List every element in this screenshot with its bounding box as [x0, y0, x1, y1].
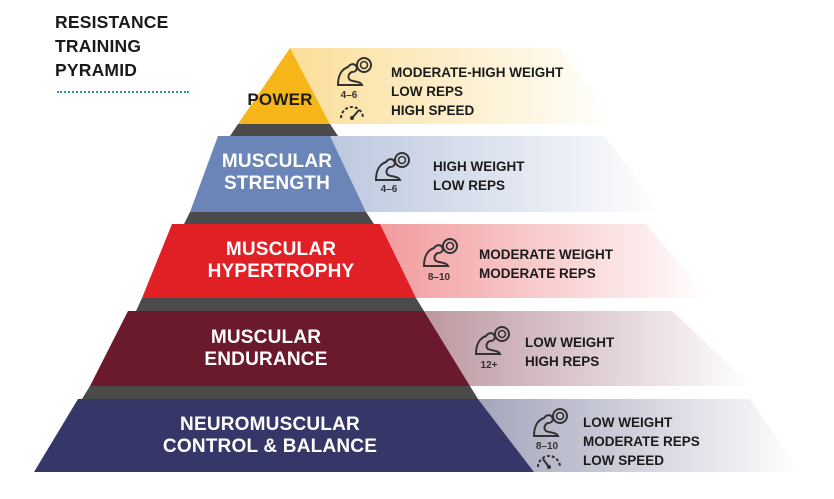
tier-endurance [90, 311, 470, 386]
tier-label-power: POWER [247, 90, 313, 109]
tier-neuromuscular [34, 399, 534, 472]
tier-band-neuromuscular [478, 399, 800, 472]
tier-hypertrophy [142, 224, 416, 298]
tier-band-endurance [424, 311, 752, 386]
tier-label-neuromuscular: NEUROMUSCULAR CONTROL & BALANCE [162, 414, 378, 457]
title-line-1: RESISTANCE [55, 12, 169, 32]
title-line-3: PYRAMID [55, 60, 138, 80]
flexed-arm-dumbbell-icon [422, 238, 458, 267]
flexed-arm-dumbbell-icon [336, 57, 372, 86]
flexed-arm-dumbbell-icon [374, 152, 410, 181]
title-line-2: TRAINING [55, 36, 142, 56]
reps-hypertrophy: 8–10 [427, 272, 451, 283]
desc-power: MODERATE-HIGH WEIGHT LOW REPS HIGH SPEED [391, 65, 564, 118]
tier-band-hypertrophy [380, 224, 708, 298]
desc-endurance: LOW WEIGHT HIGH REPS [525, 335, 615, 369]
tier-shadow-endurance [82, 386, 478, 399]
desc-strength: HIGH WEIGHT LOW REPS [433, 159, 525, 193]
reps-power: 4–6 [340, 90, 358, 101]
flexed-arm-dumbbell-icon [532, 408, 568, 437]
pyramid-title: RESISTANCE TRAINING PYRAMID [55, 10, 169, 82]
flexed-arm-dumbbell-icon [474, 326, 510, 355]
tier-label-endurance: MUSCULAR ENDURANCE [204, 327, 328, 370]
tier-label-hypertrophy: MUSCULAR HYPERTROPHY [207, 239, 355, 282]
reps-strength: 4–6 [380, 184, 398, 195]
reps-neuromuscular: 8–10 [535, 441, 559, 452]
reps-endurance: 12+ [480, 360, 498, 371]
tier-label-strength: MUSCULAR STRENGTH [221, 151, 333, 194]
title-dotted-rule [57, 91, 189, 93]
tier-strength [190, 136, 366, 212]
speedometer-icon [340, 106, 364, 120]
desc-neuromuscular: LOW WEIGHT MODERATE REPS LOW SPEED [583, 415, 700, 468]
tier-power [238, 48, 330, 124]
tier-shadow-power [230, 124, 338, 136]
speedometer-icon [537, 455, 561, 469]
tier-band-strength [330, 136, 664, 212]
tier-shadow-hypertrophy [136, 298, 424, 311]
desc-hypertrophy: MODERATE WEIGHT MODERATE REPS [479, 247, 613, 281]
tier-shadow-strength [184, 212, 374, 224]
